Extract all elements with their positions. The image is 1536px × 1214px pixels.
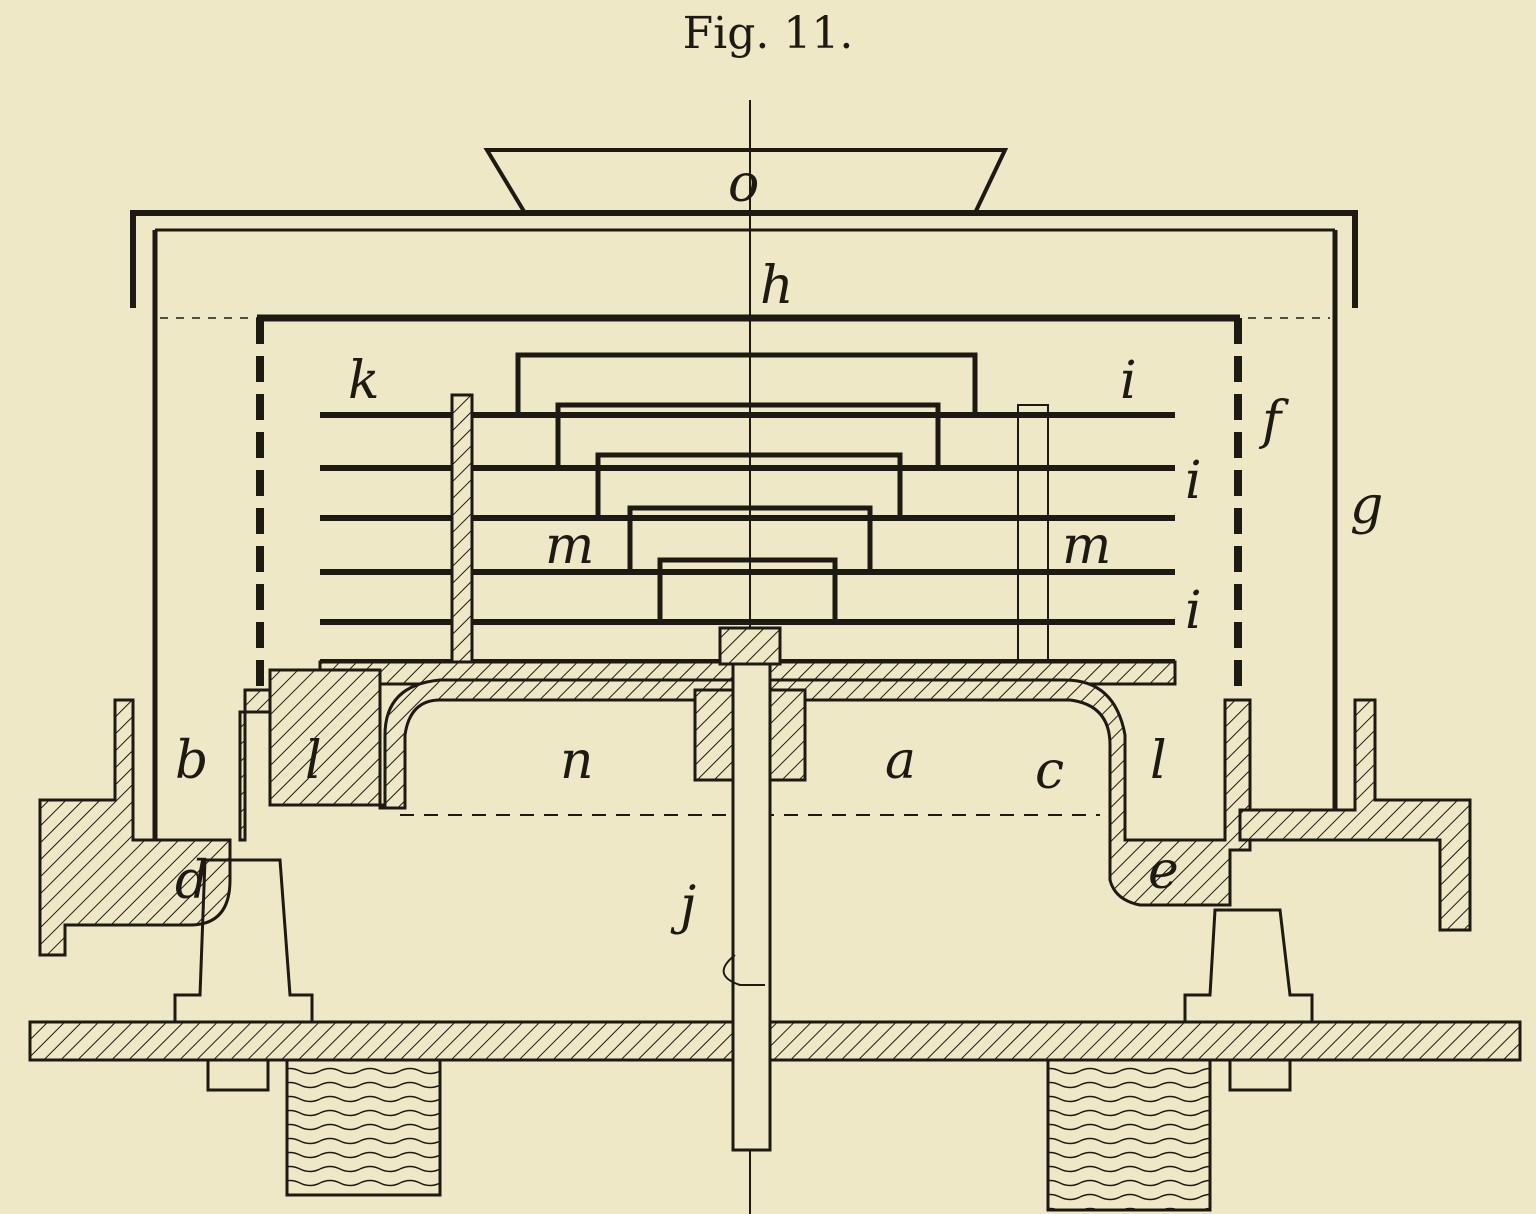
label-f: f (1262, 391, 1282, 451)
stepped-hub-m (515, 352, 978, 622)
label-l-right: l (1150, 731, 1167, 791)
outlet-e (1238, 698, 1472, 932)
outer-cover (130, 210, 1358, 308)
label-e: e (1148, 841, 1179, 901)
label-c: c (1035, 741, 1065, 801)
wood-beam-left (285, 1058, 442, 1197)
foot-right (1183, 908, 1314, 1022)
foot-left (173, 858, 314, 1022)
label-i-top: i (1120, 351, 1137, 411)
label-h: h (760, 256, 794, 316)
bolt-k (450, 393, 474, 687)
label-o: o (728, 154, 760, 214)
label-g: g (1350, 476, 1384, 536)
label-m-left: m (545, 516, 595, 576)
rotation-arrow-icon (722, 954, 765, 986)
casting-a (238, 668, 1252, 907)
shaft-j (731, 658, 772, 1152)
floor-board (28, 1020, 1522, 1062)
housing-wall-g (152, 230, 1338, 840)
label-n: n (560, 731, 594, 791)
label-a: a (885, 731, 917, 791)
label-b: b (175, 731, 209, 791)
label-m-right: m (1062, 516, 1112, 576)
drum-perforated-walls (256, 318, 1242, 690)
figure-caption: Fig. 11. (682, 8, 854, 59)
label-l-left: l (305, 731, 322, 791)
wood-beam-right (1046, 1058, 1212, 1212)
label-j: j (680, 876, 697, 936)
label-d: d (175, 851, 209, 911)
outlet-d (38, 698, 232, 957)
label-i-middle: i (1185, 451, 1202, 511)
label-i-bottom: i (1185, 581, 1202, 641)
label-k: k (348, 351, 380, 411)
plates-i (320, 412, 1175, 665)
